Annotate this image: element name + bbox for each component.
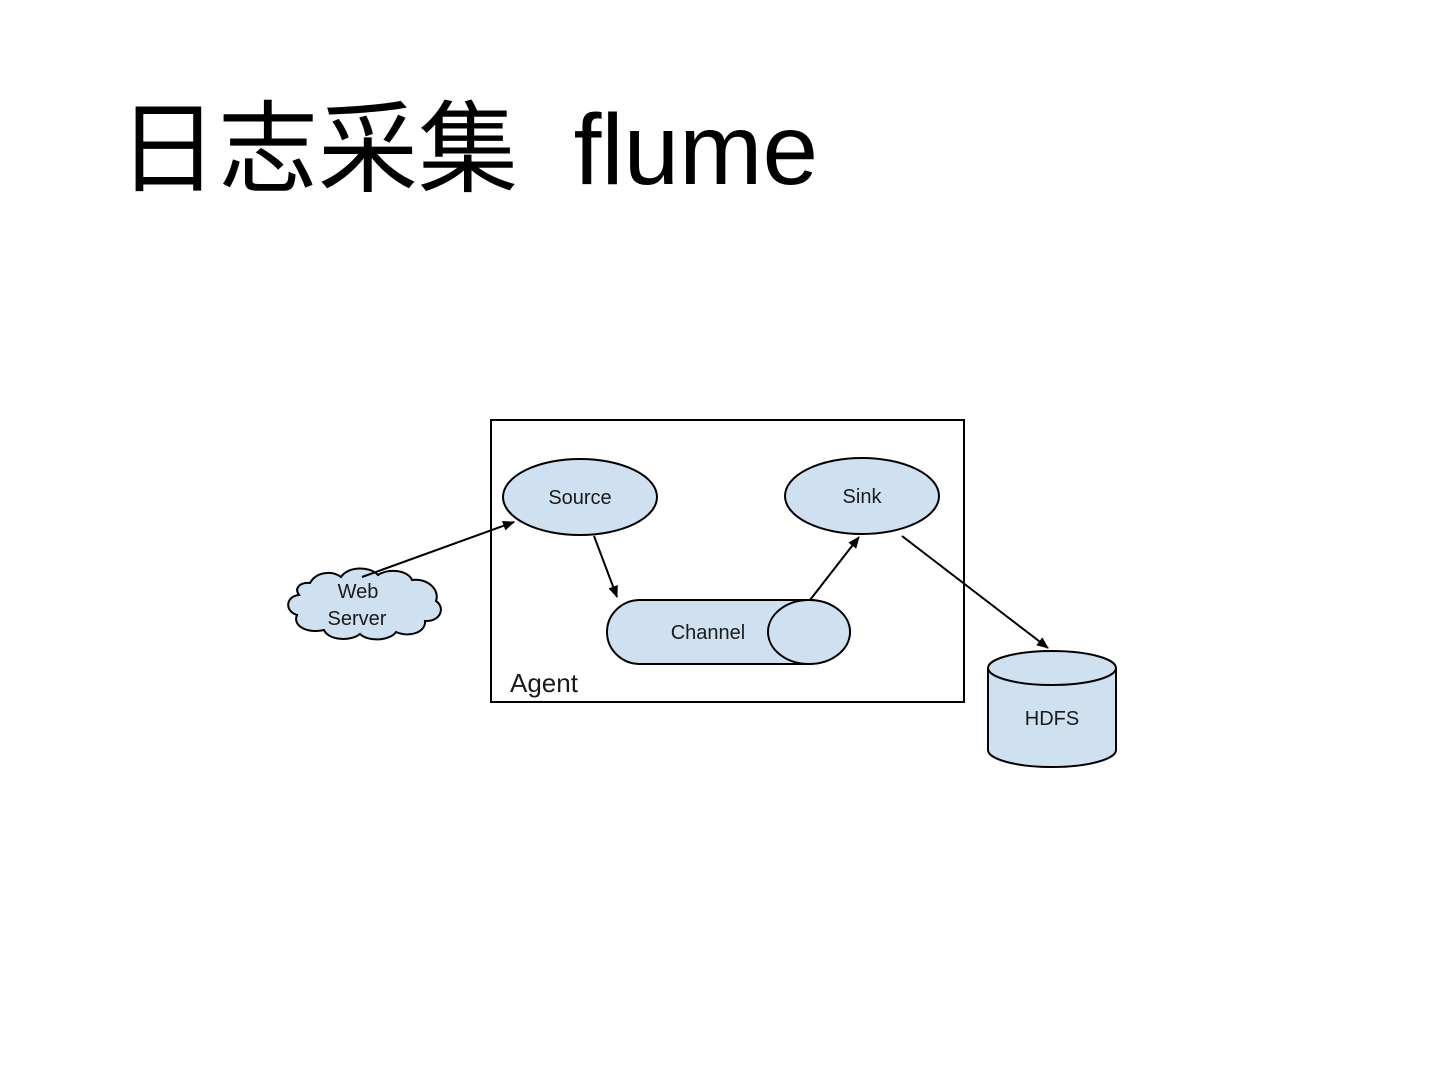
hdfs-label: HDFS bbox=[1025, 708, 1079, 730]
agent-label: Agent bbox=[510, 668, 579, 698]
arrow-sink-to-hdfs bbox=[901, 535, 1049, 649]
source-label: Source bbox=[548, 487, 611, 509]
channel-label: Channel bbox=[671, 622, 746, 644]
web-server-label-line1: Web bbox=[338, 581, 379, 603]
source-node: Source bbox=[502, 458, 658, 536]
sink-node: Sink bbox=[784, 457, 940, 535]
arrow-channel-to-sink bbox=[809, 536, 860, 601]
web-server-label-line2: Server bbox=[328, 608, 387, 630]
web-server-cloud: Web Server bbox=[287, 567, 442, 641]
arrow-web-server-to-source bbox=[361, 521, 515, 578]
slide-title: 日志采集 flume bbox=[118, 94, 819, 206]
channel-node: Channel bbox=[606, 599, 851, 665]
sink-label: Sink bbox=[843, 486, 883, 508]
hdfs-node: HDFS bbox=[987, 650, 1117, 768]
arrow-source-to-channel bbox=[593, 535, 618, 598]
agent-box: Agent bbox=[490, 419, 965, 703]
